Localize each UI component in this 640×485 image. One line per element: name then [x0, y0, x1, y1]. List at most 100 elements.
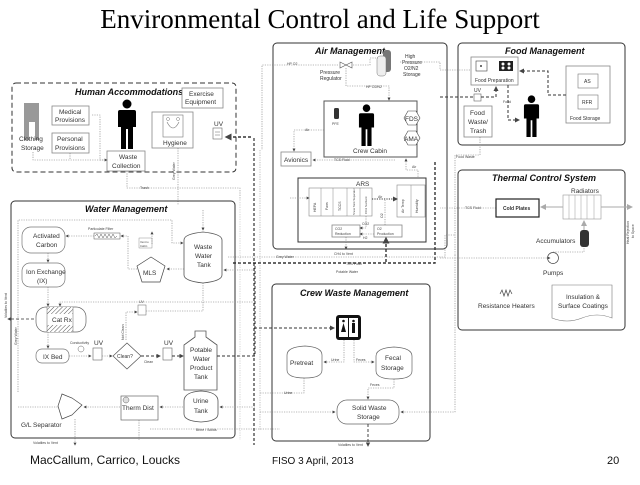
food-preparation[interactable]: Food Preparation: [470, 56, 519, 86]
food-waste-trash[interactable]: Food Waste/ Trash: [463, 105, 493, 138]
uv-unit-water-top[interactable]: UV: [137, 300, 147, 316]
co2-label: CO2: [362, 222, 369, 226]
exercise-equipment[interactable]: Exercise Equipment: [181, 87, 224, 109]
medical-provisions-label-2: Provisions: [55, 117, 86, 124]
insulation-label-2: Surface Coatings: [558, 303, 609, 310]
radiators[interactable]: Radiators: [562, 188, 602, 220]
conductivity-sensor[interactable]: Conductivity: [70, 341, 89, 353]
hygiene[interactable]: Hygiene: [151, 111, 194, 149]
waste-collection-label-2: Collection: [112, 163, 141, 170]
clean-check[interactable]: Clean?: [112, 342, 142, 370]
hp-storage-label-4: Storage: [403, 72, 421, 78]
pretreat[interactable]: Pretreat: [286, 345, 323, 379]
uv-water-top-label: UV: [139, 300, 145, 304]
accumulators[interactable]: Accumulators: [536, 230, 589, 247]
food-management-title: Food Management: [505, 46, 586, 56]
cat-rx[interactable]: Cat Rx: [35, 306, 87, 333]
personal-provisions-label-2: Provisions: [55, 145, 86, 152]
waste-water-tank[interactable]: Waste Water Tank: [183, 231, 223, 284]
gas-tank-icon-2: [376, 55, 387, 77]
o2-production-label-1: O2: [377, 227, 382, 231]
activated-carbon-label-2: Carbon: [36, 242, 58, 249]
uv-unit-water-right[interactable]: UV: [162, 340, 174, 361]
resistance-heaters[interactable]: Resistance Heaters: [478, 288, 535, 310]
air-temp-control-label: Air Temp: [401, 199, 405, 213]
human-accommodations-border: [11, 82, 237, 173]
high-pressure-storage[interactable]: High Pressure O2/N2 Storage: [376, 50, 422, 78]
ama[interactable]: AMA: [403, 130, 421, 146]
uv-unit-food[interactable]: UV: [473, 88, 482, 102]
hp-storage-label-3: O2/N2: [404, 66, 419, 72]
personal-provisions[interactable]: Personal Provisions: [51, 132, 90, 154]
radiators-label: Radiators: [571, 188, 600, 195]
feces-label-2: Feces: [370, 383, 380, 387]
avionics[interactable]: Avionics: [280, 151, 312, 167]
urine-tank[interactable]: Urine Tank: [183, 390, 219, 423]
clothing-storage-label-2: Storage: [21, 145, 44, 152]
gl-separator[interactable]: G/L Separator: [21, 393, 83, 429]
cold-plates-label: Cold Plates: [503, 206, 530, 212]
waste-collection[interactable]: Waste Collection: [106, 150, 146, 172]
pressure-regulator-label-2: Regulator: [320, 76, 342, 82]
pfe[interactable]: PFE: [332, 108, 339, 126]
particulate-filter[interactable]: Particulate Filter: [88, 227, 121, 240]
ix-bed[interactable]: IX Bed: [35, 348, 70, 364]
medical-provisions[interactable]: Medical Provisions: [51, 105, 90, 126]
clean-check-label: Clean?: [117, 354, 133, 360]
fecal-storage[interactable]: Fecal Storage: [375, 346, 413, 380]
food-preparation-label: Food Preparation: [475, 78, 514, 84]
pumps[interactable]: Pumps: [543, 252, 564, 278]
human-accommodations-title: Human Accommodations: [75, 87, 183, 97]
conductivity-icon: [77, 345, 85, 353]
air-label-cabin: Air: [305, 128, 310, 132]
pressure-regulator[interactable]: Pressure Regulator: [320, 61, 353, 82]
cat-rx-label: Cat Rx: [52, 317, 73, 324]
volatiles-side-label: Volatiles to Vent: [4, 293, 8, 318]
tcs-fluid-label-thermal: TCS Fluid: [465, 206, 481, 210]
clothing-storage[interactable]: Clothing Storage: [19, 103, 44, 152]
toilet[interactable]: [336, 315, 361, 340]
co2-reduction[interactable]: CO2 Reduction: [331, 224, 361, 238]
food-waste-label-2: Waste/: [468, 119, 488, 126]
waste-water-label-3: Tank: [197, 262, 211, 269]
footer-event-date: FISO 3 April, 2013: [272, 456, 354, 467]
ion-exchange-label-2: (IX): [37, 278, 47, 285]
brine-solids-label: Brine / Solids: [196, 428, 217, 432]
solid-waste-storage[interactable]: Solid Waste Storage: [336, 399, 400, 425]
fds[interactable]: FDS: [403, 110, 421, 126]
exercise-equipment-label-1: Exercise: [189, 91, 214, 98]
urine-flow-label: Urine: [284, 391, 292, 395]
activated-carbon-label-1: Activated: [33, 233, 60, 240]
o2-production[interactable]: O2 Production: [373, 224, 403, 238]
hp-o2-label: HP O2: [287, 62, 297, 66]
thermal-control-border: [457, 169, 626, 331]
medical-provisions-label-1: Medical: [59, 109, 82, 116]
waste-water-label-1: Waste: [194, 244, 213, 251]
insulation-coatings[interactable]: Insulation & Surface Coatings: [551, 284, 613, 322]
mls[interactable]: MLS: [136, 256, 166, 283]
therm-dist[interactable]: Therm Dist: [120, 395, 159, 421]
ion-exchange[interactable]: Ion Exchange (IX): [21, 262, 66, 288]
cold-plates[interactable]: Cold Plates: [495, 198, 540, 218]
uv-unit-hygiene[interactable]: UV: [212, 121, 224, 140]
crew-cabin[interactable]: Crew Cabin: [323, 100, 418, 158]
pumps-label: Pumps: [543, 270, 564, 277]
air-temp-humidity-control[interactable]: Air Temp Humidity: [396, 184, 426, 218]
food-storage[interactable]: AS RFR Food Storage: [565, 65, 611, 124]
ars[interactable]: ARS HEPA Fans TCCS Snow Tank Separator C…: [297, 177, 427, 243]
ars-module-hepa: HEPA: [313, 202, 317, 212]
activated-carbon[interactable]: Activated Carbon: [21, 226, 66, 254]
o2-label: O2: [380, 213, 384, 218]
crew-waste-title: Crew Waste Management: [300, 288, 409, 298]
therm-dist-label: Therm Dist: [122, 405, 154, 412]
vent-to-cabin[interactable]: Vent to Cabin: [138, 237, 153, 249]
uv-unit-water-mid[interactable]: UV: [92, 340, 104, 361]
ars-label: ARS: [356, 181, 370, 188]
page-number: 20: [607, 455, 620, 467]
pump-icon: [547, 252, 559, 264]
tcs-fluid-label-ars: TCS Fluid: [346, 262, 362, 266]
potable-water-label: Potable Water: [336, 270, 359, 274]
potable-water-tank[interactable]: Potable Water Product Tank: [183, 330, 218, 391]
conductivity-label: Conductivity: [70, 341, 89, 345]
accumulator-icon: [580, 230, 589, 247]
